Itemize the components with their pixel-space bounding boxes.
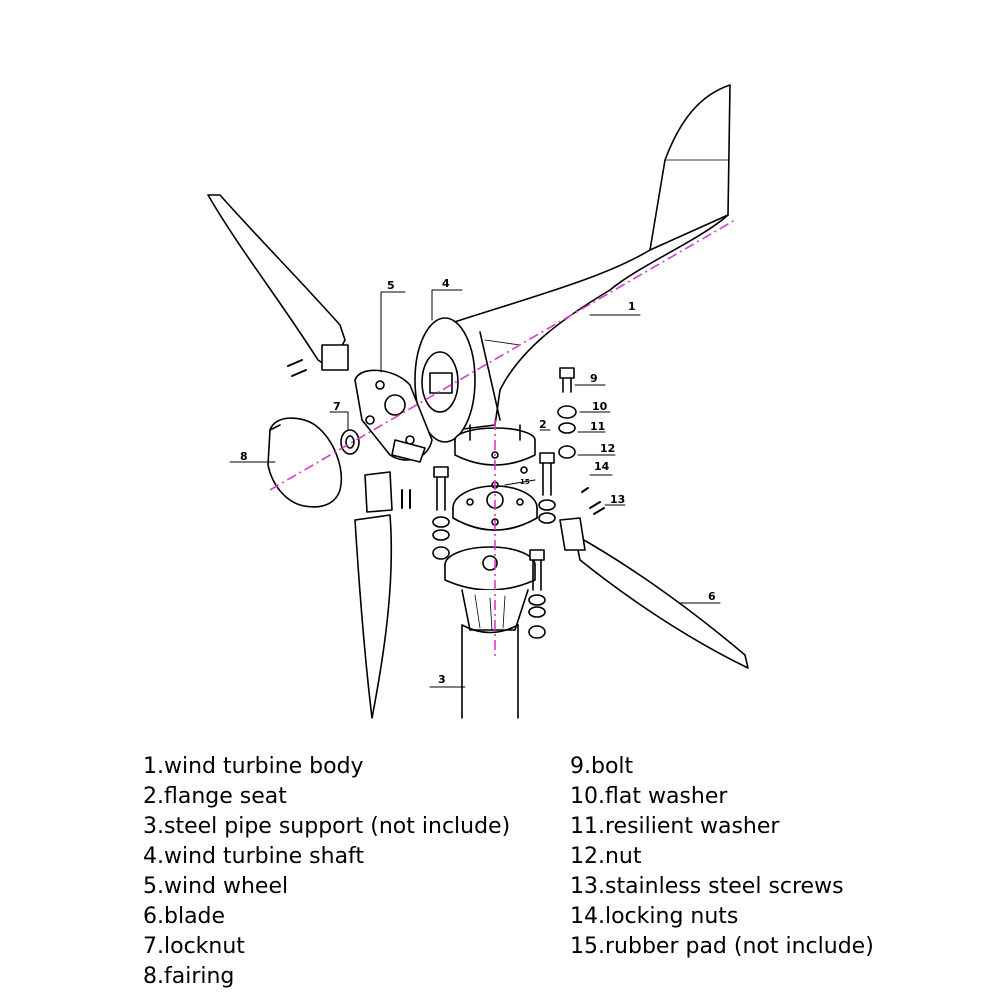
legend-item-9: 9.bolt [570,754,634,779]
callout-9: 9 [590,372,598,385]
legend-item-1: 1.wind turbine body [143,754,364,779]
callout-7: 7 [333,400,341,413]
bolt-stack-left [432,466,450,560]
callout-2: 2 [539,418,547,431]
blade-lower [354,471,393,719]
legend-item-14: 14.locking nuts [570,904,739,929]
legend-item-13: 13.stainless steel screws [570,874,844,899]
legend-item-15: 15.rubber pad (not include) [570,934,874,959]
legend-item-11: 11.resilient washer [570,814,780,839]
callout-15: 15 [520,478,530,486]
callout-8: 8 [240,450,248,463]
callout-5: 5 [387,279,395,292]
steel-pipe-support [444,546,536,719]
turbine-exploded-diagram: 1 2 3 4 5 6 7 8 9 10 11 12 13 14 15 [207,84,749,719]
legend-item-5: 5.wind wheel [143,874,289,899]
callout-6: 6 [708,590,716,603]
callout-numbers: 1 2 3 4 5 6 7 8 9 10 11 12 13 14 15 [240,277,716,686]
parts-legend-left: 1.wind turbine body 2.flange seat 3.stee… [143,752,510,992]
locknut [340,429,360,455]
blade-right [559,517,749,669]
callout-11: 11 [590,420,605,433]
legend-item-2: 2.flange seat [143,784,287,809]
wind-wheel [354,369,433,463]
blade-upper-left [207,194,349,371]
callout-14: 14 [594,460,610,473]
legend-item-12: 12.nut [570,844,642,869]
callout-12: 12 [600,442,615,455]
stainless-screws [287,359,605,515]
callout-4: 4 [442,277,450,290]
fairing [267,417,342,508]
legend-item-10: 10.flat washer [570,784,728,809]
bolt-stack-right [557,367,577,459]
callout-10: 10 [592,400,608,413]
legend-item-4: 4.wind turbine shaft [143,844,365,869]
callout-1: 1 [628,300,636,313]
legend-item-8: 8.fairing [143,964,235,989]
legend-item-3: 3.steel pipe support (not include) [143,814,511,839]
bolt-stack-lower-right [528,549,546,639]
parts-legend-right: 9.bolt 10.flat washer 11.resilient washe… [570,752,874,962]
bolt-stack-center [538,452,556,524]
turbine-body [414,84,731,443]
callout-leaders [229,289,721,688]
legend-item-7: 7.locknut [143,934,245,959]
legend-item-6: 6.blade [143,904,226,929]
callout-3: 3 [438,673,446,686]
callout-13: 13 [610,493,625,506]
axis-line [269,219,736,660]
